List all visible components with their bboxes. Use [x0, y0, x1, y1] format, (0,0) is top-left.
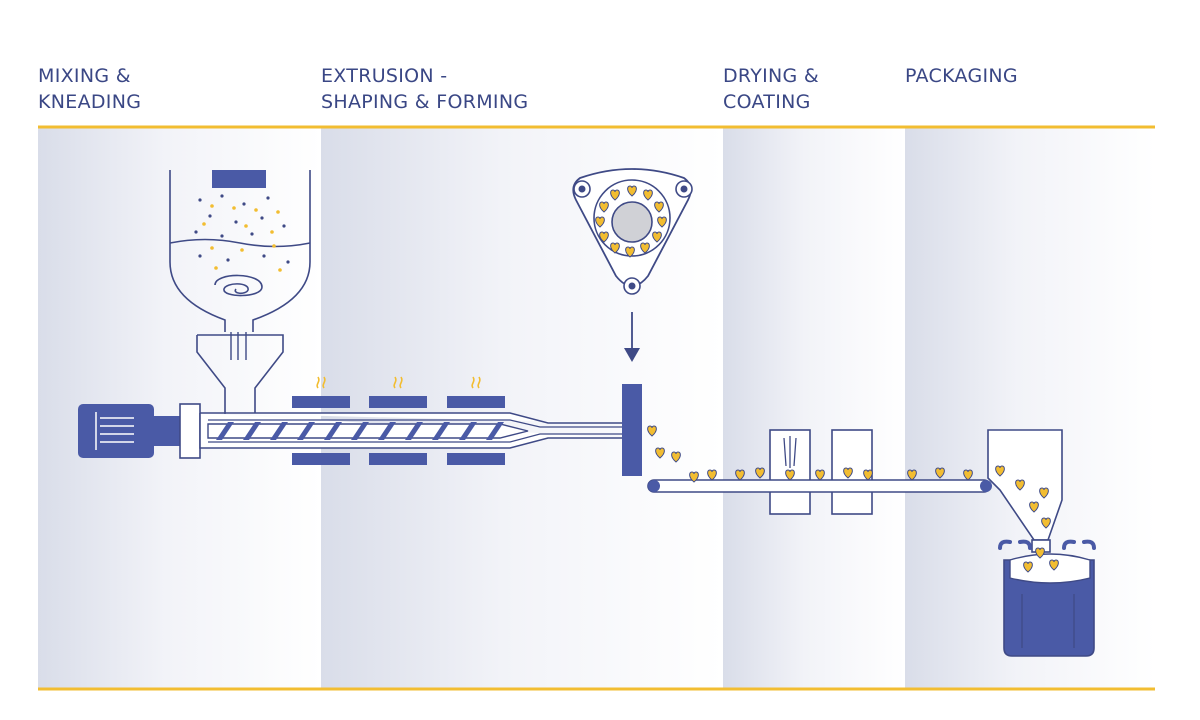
- flow-arrow-icon: [624, 312, 640, 362]
- packaging-hopper-icon: [987, 429, 1063, 553]
- conveyor-belt-icon: [647, 479, 992, 493]
- stage-label-packaging: PACKAGING: [905, 65, 1018, 87]
- mixing-hopper-icon: [169, 170, 311, 414]
- stage-label-drying: DRYING & COATING: [723, 65, 825, 113]
- screw-extruder-icon: [199, 412, 622, 449]
- powder-particles: [194, 194, 290, 272]
- heater-bands: [292, 396, 505, 465]
- electric-motor-icon: [78, 403, 201, 459]
- band-drying: [723, 128, 905, 688]
- stage-labels: MIXING & KNEADING EXTRUSION - SHAPING & …: [38, 65, 1018, 113]
- extrusion-die-icon: [572, 168, 693, 295]
- bulk-bag-icon: [998, 539, 1096, 657]
- die-plate: [622, 384, 642, 476]
- stage-label-extrusion: EXTRUSION - SHAPING & FORMING: [321, 65, 528, 113]
- stage-label-mixing: MIXING & KNEADING: [38, 65, 141, 113]
